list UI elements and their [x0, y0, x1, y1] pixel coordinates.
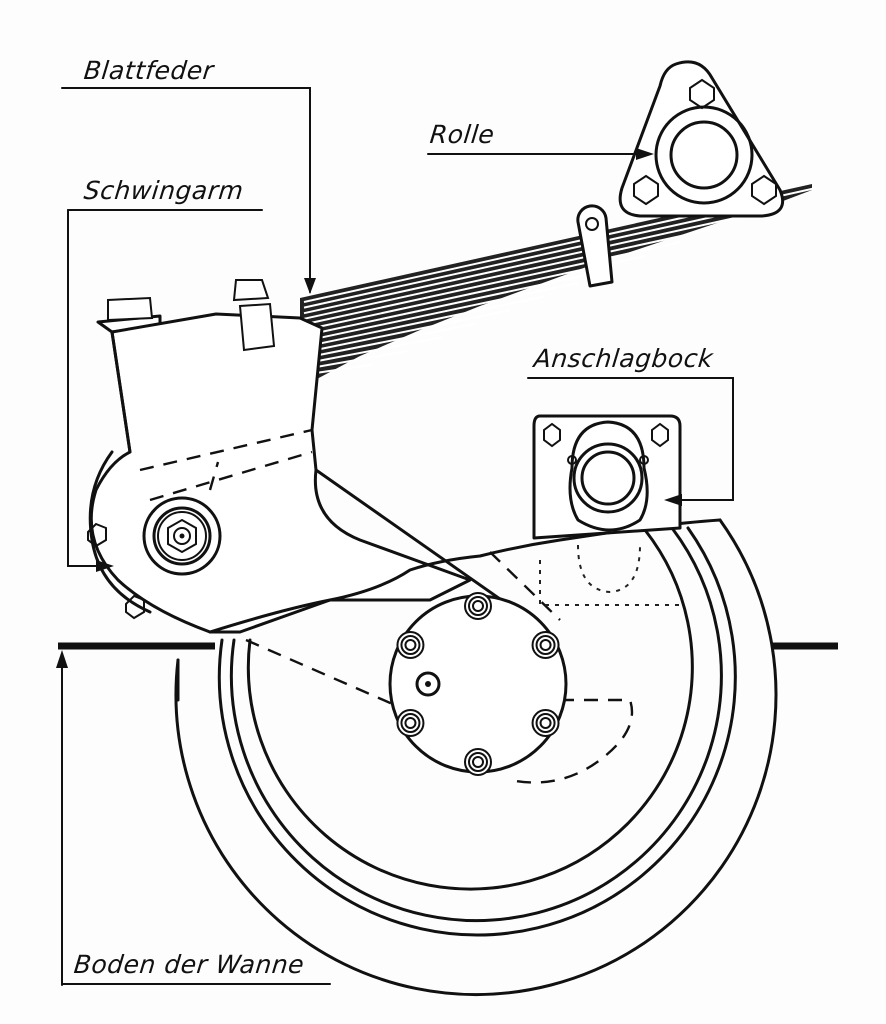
hub-bolt-icon [535, 635, 556, 655]
hub-grease-fitting [415, 671, 441, 697]
hidden-line-3 [208, 461, 220, 491]
pivot-nut-icon [167, 518, 197, 554]
label-blattfeder: Blattfeder [82, 56, 216, 85]
swing-arm [87, 279, 532, 634]
hub-bolt-icon [535, 713, 556, 733]
hub-bolt-icon [539, 717, 552, 729]
hidden-arm-line [245, 638, 421, 718]
bump-stop [532, 414, 682, 540]
spring-leaf [303, 336, 443, 365]
spring-leaf [303, 241, 681, 326]
spring-leaf [303, 309, 511, 354]
pivot-washer-inner [157, 511, 207, 561]
leader-anschlagbock [527, 377, 734, 501]
label-boden-der-wanne: Boden der Wanne [72, 950, 306, 979]
spring-leaf [303, 295, 545, 348]
hub-bolt-icon [468, 752, 488, 772]
pivot-outer-ring [142, 496, 222, 576]
bump-stop-rivet-right [639, 455, 649, 465]
wheel-rim-line-2 [229, 526, 723, 923]
hub-bolt-icon [400, 713, 421, 733]
pivot-center [173, 527, 191, 545]
hidden-arm-line-2 [489, 551, 561, 621]
spring-bolt-nut-top [232, 279, 270, 302]
spring-leaf [303, 268, 613, 337]
arrow-blattfeder-icon [304, 278, 316, 294]
hub-bolt-icon [404, 717, 417, 729]
roller-inner-ring [669, 120, 739, 190]
spring-clip-hole [585, 217, 599, 231]
bump-stop-ring [572, 442, 644, 514]
roller-bolt-right [751, 174, 777, 206]
road-wheel [174, 518, 778, 997]
label-rolle: Rolle [428, 120, 496, 149]
hidden-bracket-outline [539, 560, 680, 606]
swing-arm-body [89, 312, 472, 634]
arrow-anschlagbock-icon [664, 494, 682, 506]
spring-leaves [303, 187, 817, 376]
arrow-boden-icon [56, 650, 68, 668]
hidden-line-2 [139, 428, 313, 472]
roller-bolt-left [633, 174, 659, 206]
hub-bolt-icon [472, 600, 484, 612]
spring-leaf [303, 200, 783, 309]
hidden-line-1 [149, 450, 313, 502]
swing-arm-flange [88, 450, 152, 614]
spring-leaf [303, 282, 579, 343]
hub-bolt-icon [539, 639, 552, 651]
hub-bolts [396, 592, 560, 776]
spring-leaf [303, 214, 749, 315]
hub-bolt-icon [472, 756, 484, 768]
swing-arm-lower-edge [314, 468, 532, 622]
spring-leaf [303, 349, 409, 371]
wheel-outer-rim [174, 518, 778, 997]
label-schwingarm: Schwingarm [82, 176, 246, 205]
hull-floor [58, 642, 838, 702]
bump-stop-bolt-right [651, 422, 669, 448]
roller-bolt-top [689, 78, 715, 110]
swing-arm-left-edge [110, 330, 132, 454]
bump-stop-roller [580, 450, 636, 506]
roller-assembly [618, 60, 785, 218]
spring-leaf [303, 227, 715, 320]
bump-stop-rivet-left [567, 455, 577, 465]
hub-bolt-icon [400, 635, 421, 655]
wheel-inner-disc [246, 528, 694, 891]
spring-leaf [303, 322, 477, 359]
leader-lines [56, 87, 734, 986]
hub-bolt-icon [468, 596, 488, 616]
hidden-arm-end [509, 698, 634, 784]
hub-bolt-icon [404, 639, 417, 651]
flange-bolt-lower [125, 594, 145, 620]
pivot-washer [152, 506, 212, 566]
arrow-schwingarm-icon [96, 560, 114, 572]
hidden-stop-outline [577, 544, 641, 594]
swing-arm-bolt-head [107, 296, 154, 322]
flange-bolt-upper [87, 522, 107, 548]
spring-bolt-nut-bottom [238, 302, 276, 352]
leader-blattfeder [61, 87, 311, 293]
roller-mount-plate [618, 60, 785, 218]
bump-stop-bolt-left [543, 422, 561, 448]
label-anschlagbock: Anschlagbock [532, 344, 715, 373]
wheel-hub [388, 592, 568, 776]
arrow-rolle-icon [636, 148, 654, 160]
wheel-rim-line-1 [217, 526, 737, 937]
leaf-spring [300, 184, 817, 380]
